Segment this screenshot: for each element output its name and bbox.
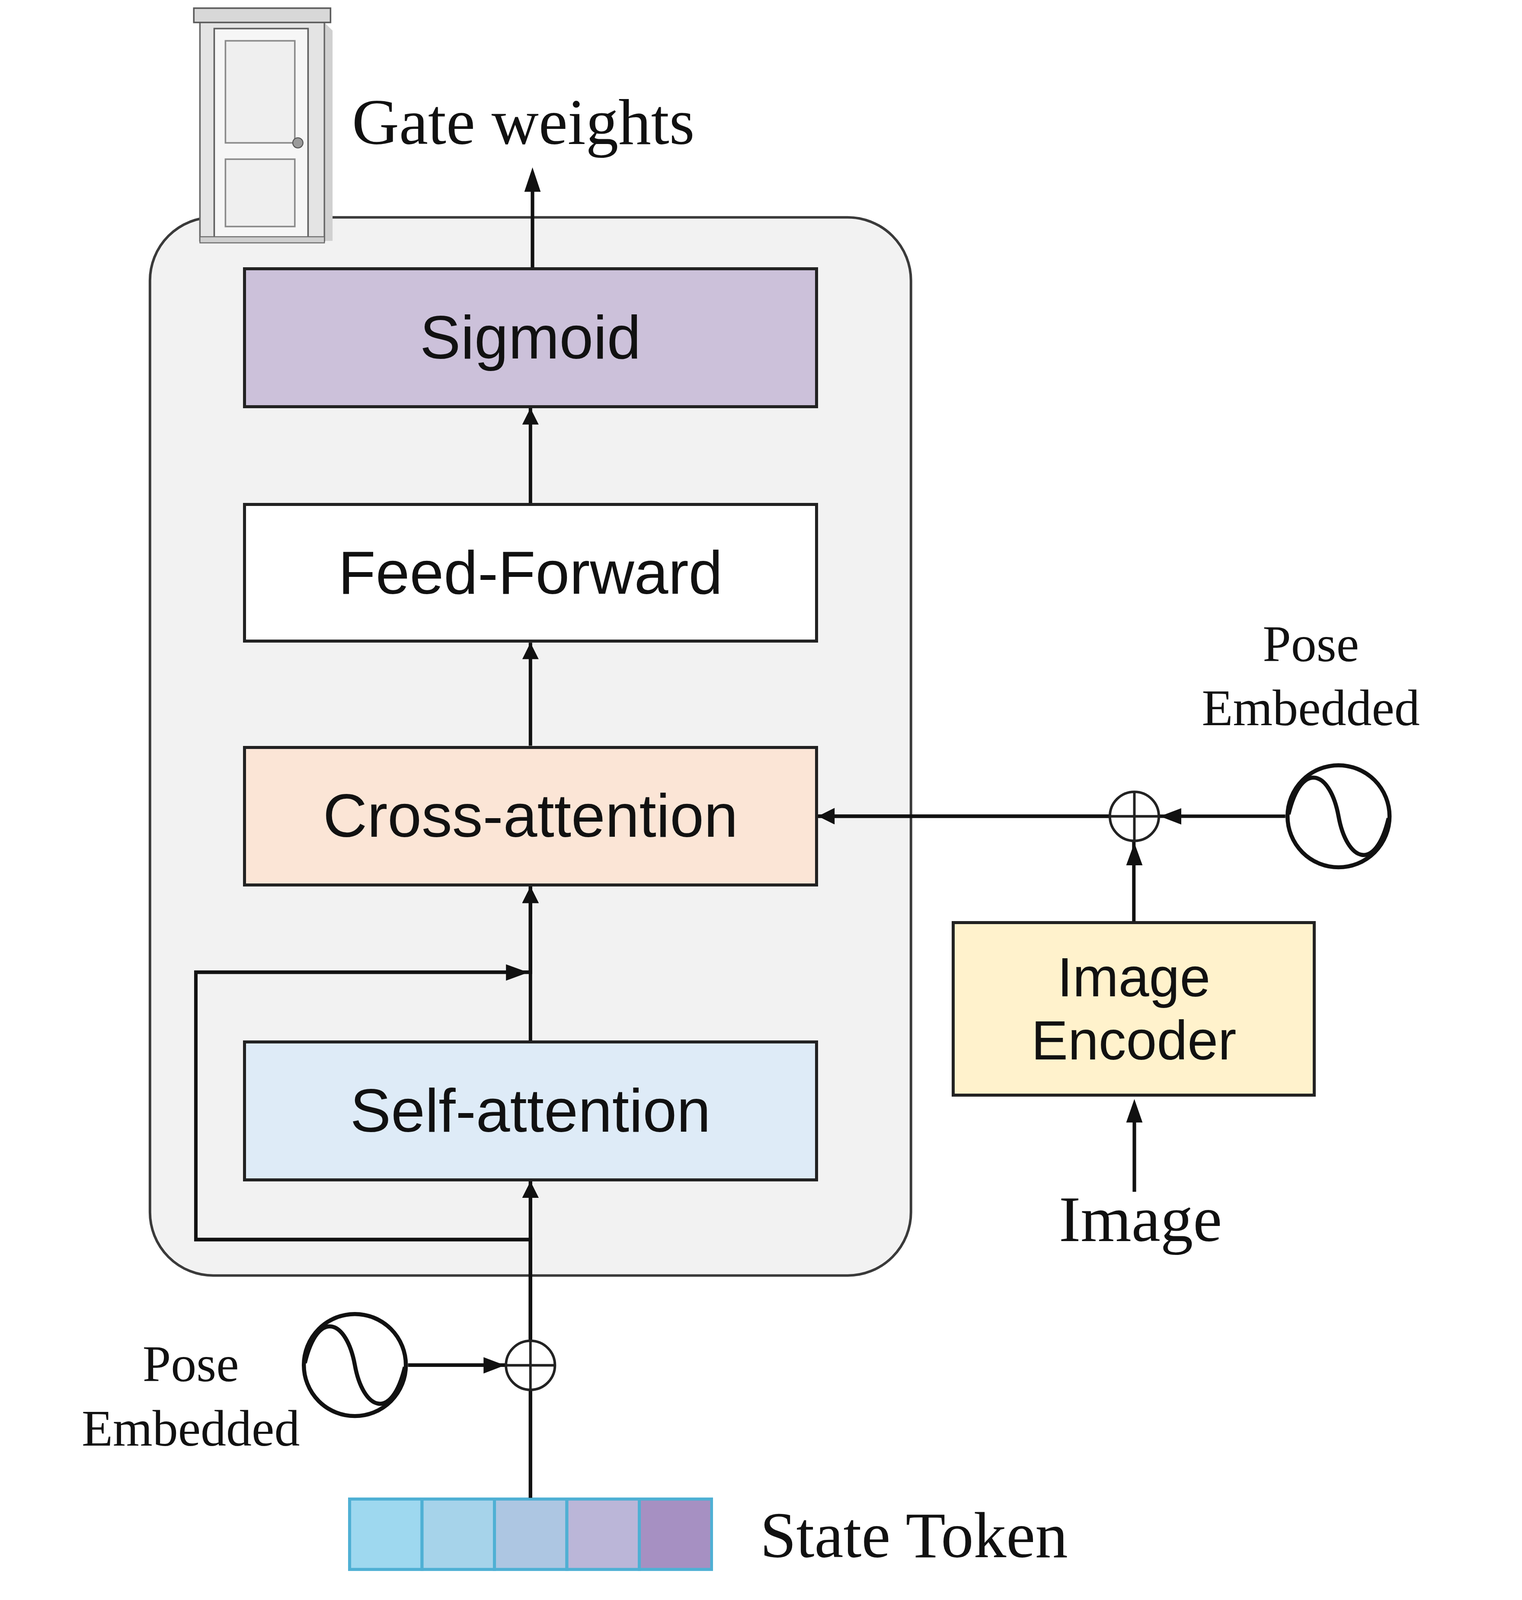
adder-plus bbox=[529, 1340, 532, 1390]
output-label: Gate weights bbox=[351, 83, 781, 161]
arrowhead bbox=[1159, 808, 1182, 825]
box-label: Image Encoder bbox=[1001, 945, 1267, 1073]
symbol-circle bbox=[303, 1314, 407, 1417]
adder-circle bbox=[1109, 791, 1159, 841]
box-label: Sigmoid bbox=[419, 300, 641, 375]
sine-wave bbox=[1288, 777, 1389, 855]
box-label: Feed-Forward bbox=[338, 536, 723, 610]
connector-arrow bbox=[528, 1181, 533, 1498]
token-label: State Token bbox=[760, 1496, 1189, 1574]
symbol-label: Pose Embedded bbox=[1178, 612, 1444, 741]
symbol-circle bbox=[1287, 764, 1390, 867]
adder-plus bbox=[1133, 791, 1136, 841]
connector-arrow bbox=[408, 1181, 531, 1366]
arrowhead bbox=[524, 167, 541, 192]
door-panel bbox=[225, 159, 295, 227]
attention-box: Cross-attention bbox=[243, 745, 819, 887]
arrowhead bbox=[483, 1356, 506, 1374]
connector-arrow bbox=[195, 886, 531, 1498]
arrowhead bbox=[505, 964, 529, 981]
sine-wave bbox=[304, 1326, 405, 1404]
input-label: Image bbox=[1018, 1180, 1264, 1258]
activation-box: Sigmoid bbox=[243, 267, 819, 409]
sine-symbol bbox=[301, 1311, 408, 1418]
symbol-label: Pose Embedded bbox=[57, 1332, 323, 1461]
door-illustration bbox=[193, 8, 333, 244]
box-label: Cross-attention bbox=[322, 779, 739, 853]
token-cell bbox=[566, 1499, 640, 1570]
door-knob bbox=[292, 137, 304, 149]
arrowhead bbox=[1126, 842, 1143, 866]
arrowhead bbox=[1126, 1098, 1143, 1123]
adder-plus bbox=[1109, 815, 1159, 818]
token-cell bbox=[349, 1499, 423, 1570]
token-cell bbox=[494, 1499, 567, 1570]
output-arrow-line bbox=[530, 187, 534, 268]
sine-symbol bbox=[1285, 763, 1392, 870]
box-label: Self-attention bbox=[350, 1074, 711, 1148]
door-frame bbox=[199, 14, 325, 241]
connector-arrow bbox=[528, 642, 533, 746]
door-sill bbox=[199, 236, 325, 243]
gate-module-container bbox=[150, 217, 912, 1276]
encoder-box: Image Encoder bbox=[951, 920, 1316, 1097]
adder-symbol bbox=[1109, 791, 1159, 841]
connector-arrow bbox=[818, 814, 1286, 818]
adder-plus bbox=[505, 1363, 555, 1367]
state-token-bar: State Token bbox=[348, 1497, 714, 1571]
adder-circle bbox=[505, 1340, 555, 1390]
door-molding bbox=[193, 8, 331, 23]
door-panel bbox=[225, 40, 295, 143]
connector-arrow bbox=[528, 886, 533, 1041]
token-cell bbox=[422, 1499, 495, 1570]
attention-box: Self-attention bbox=[243, 1040, 819, 1182]
adder-symbol bbox=[505, 1340, 555, 1390]
input-arrow-line bbox=[1132, 1118, 1136, 1192]
token-cell bbox=[639, 1499, 712, 1570]
pose-embedding-symbol: Pose Embedded bbox=[301, 1311, 408, 1418]
door-leaf bbox=[214, 28, 308, 239]
token-cells bbox=[348, 1497, 714, 1571]
process-box: Feed-Forward bbox=[243, 502, 819, 643]
connector-arrow bbox=[195, 886, 531, 1365]
connector-arrow bbox=[818, 815, 1134, 921]
pose-embedding-symbol: Pose Embedded bbox=[1285, 763, 1392, 870]
connector-arrow bbox=[528, 408, 533, 503]
